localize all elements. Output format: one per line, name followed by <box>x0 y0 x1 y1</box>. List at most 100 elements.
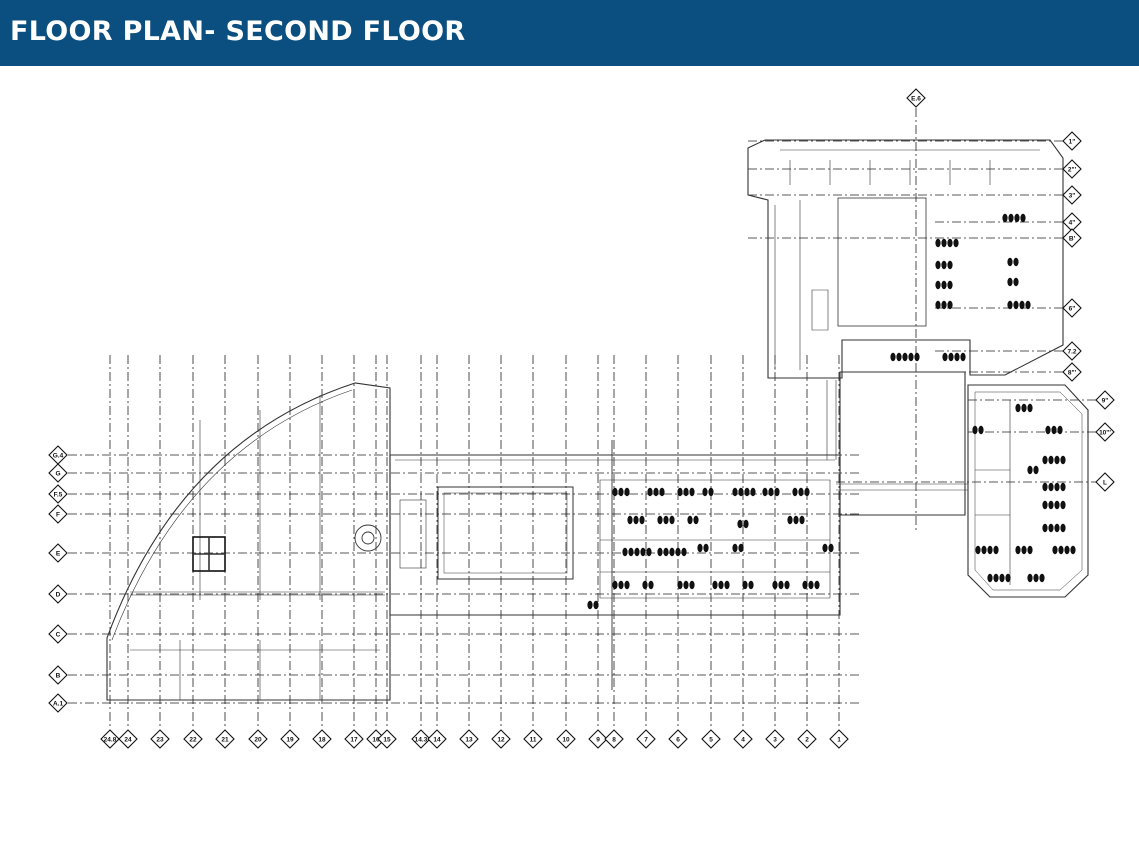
grid-tag-row: G <box>48 463 68 483</box>
workstation-pod <box>987 573 1011 583</box>
workstation-pod <box>657 547 687 557</box>
grid-tag-east-row: 10"' <box>1095 422 1115 442</box>
grid-tag-east-row: 3" <box>1062 185 1082 205</box>
workstation-pod <box>687 515 699 525</box>
grid-tag-east-row-label: 1" <box>1069 138 1076 145</box>
workstation-pod <box>712 580 730 590</box>
grid-tag-col-label: 13 <box>465 736 473 743</box>
workstation-pod <box>1042 523 1066 533</box>
grid-tag-col-label: 15 <box>383 736 391 743</box>
grid-tag-col-label: 2 <box>805 736 809 743</box>
workstation-pod <box>935 260 953 270</box>
grid-tag-col-label: 17 <box>350 736 358 743</box>
workstation-pod <box>1002 213 1026 223</box>
grid-tag-row-label: F <box>56 511 60 518</box>
workstation-pod <box>890 352 920 362</box>
grid-tag-col: 15 <box>377 729 397 749</box>
spiral-stair <box>354 524 382 552</box>
grid-tag-col-label: 9 <box>596 736 600 743</box>
workstation-pod <box>1007 257 1019 267</box>
grid-tag-col-label: 20 <box>254 736 262 743</box>
grid-tag-col: 4 <box>733 729 753 749</box>
workstation-pod <box>587 600 599 610</box>
grid-tag-row-label: D <box>56 591 61 598</box>
workstation-pod <box>1052 545 1076 555</box>
grid-tag-col-label: 1 <box>837 736 841 743</box>
connector-stair <box>826 380 837 460</box>
grid-tag-col-label: 10 <box>562 736 570 743</box>
workstation-pod <box>935 300 953 310</box>
atrium-inner <box>443 492 568 574</box>
grid-tag-col-label: 24.8 <box>104 736 117 743</box>
workstation-pod <box>697 543 709 553</box>
grid-tag-col: 14.3 <box>411 729 431 749</box>
west-wing-partitions <box>130 395 380 700</box>
workstation-pod <box>1015 403 1033 413</box>
workstation-pod <box>1042 500 1066 510</box>
grid-tag-col-label: 6 <box>676 736 680 743</box>
workstation-pod <box>642 580 654 590</box>
open-office-area <box>599 479 831 599</box>
grid-tag-east-row: L <box>1095 472 1115 492</box>
spiral-stair-core <box>361 531 375 545</box>
workstation-pod <box>627 515 645 525</box>
furniture-clusters <box>587 213 1076 610</box>
east-wing-inner <box>974 391 1083 591</box>
north-atrium <box>837 197 927 327</box>
workstation-pod <box>742 580 754 590</box>
workstation-pod <box>792 487 810 497</box>
workstation-pod <box>822 543 834 553</box>
workstation-pod <box>935 238 959 248</box>
workstation-pod <box>677 580 695 590</box>
grid-tag-east-row-label: 7.2 <box>1067 348 1076 355</box>
grid-tag-row-label: G <box>55 470 60 477</box>
grid-tag-col-label: 7 <box>644 736 648 743</box>
connector-block <box>839 371 966 516</box>
grid-tag-east-top: E.6 <box>906 88 926 108</box>
grid-tag-col-label: 24 <box>124 736 132 743</box>
grid-tag-row-label: E <box>56 550 61 557</box>
grid-tag-east-row-label: B' <box>1069 235 1076 242</box>
grid-tag-east-row-label: 6" <box>1069 305 1076 312</box>
grid-tag-row: C <box>48 624 68 644</box>
grid-tag-row: F <box>48 504 68 524</box>
east-wing-outline <box>967 384 1089 598</box>
grid-tag-col: 5 <box>701 729 721 749</box>
grid-tag-row-label: F.5 <box>54 491 63 498</box>
workstation-pod <box>702 487 714 497</box>
workstation-pod <box>942 352 966 362</box>
grid-tag-east-row: 9" <box>1095 390 1115 410</box>
grid-tag-east-row-label: 9" <box>1102 397 1109 404</box>
workstation-pod <box>622 547 652 557</box>
connector-corridor <box>836 483 968 491</box>
grid-tag-col: 24.8 <box>100 729 120 749</box>
grid-tag-east-row: 8"' <box>1062 362 1082 382</box>
workstation-pod <box>972 425 984 435</box>
grid-tag-east-row-label: 2"' <box>1068 166 1077 173</box>
grid-tag-east-row: 2"' <box>1062 159 1082 179</box>
grid-tag-col: 22 <box>183 729 203 749</box>
workstation-pod <box>612 487 630 497</box>
workstation-pod <box>1027 573 1045 583</box>
west-wing-outline <box>106 382 391 701</box>
grid-tag-col-label: 19 <box>286 736 294 743</box>
west-wing-inner-curve <box>111 389 353 641</box>
grid-tag-col: 19 <box>280 729 300 749</box>
grid-tag-col: 13 <box>459 729 479 749</box>
grid-tag-col: 24 <box>118 729 138 749</box>
page-title: FLOOR PLAN- SECOND FLOOR <box>10 16 466 47</box>
grid-tag-east-row-label: 3" <box>1069 192 1076 199</box>
grid-tag-row: E <box>48 543 68 563</box>
wall-linework <box>106 139 1089 701</box>
grid-tag-row: F.5 <box>48 484 68 504</box>
grid-tag-east-row-label: L <box>1103 479 1107 486</box>
workstation-pod <box>762 487 780 497</box>
grid-tag-col: 10 <box>556 729 576 749</box>
grid-tag-col: 9 <box>588 729 608 749</box>
grid-tag-col-label: 3 <box>773 736 777 743</box>
workstation-pod <box>732 487 756 497</box>
grid-tag-col-label: 5 <box>709 736 713 743</box>
grid-tag-col-label: 16 <box>372 736 380 743</box>
grid-tag-row-label: C <box>56 631 61 638</box>
